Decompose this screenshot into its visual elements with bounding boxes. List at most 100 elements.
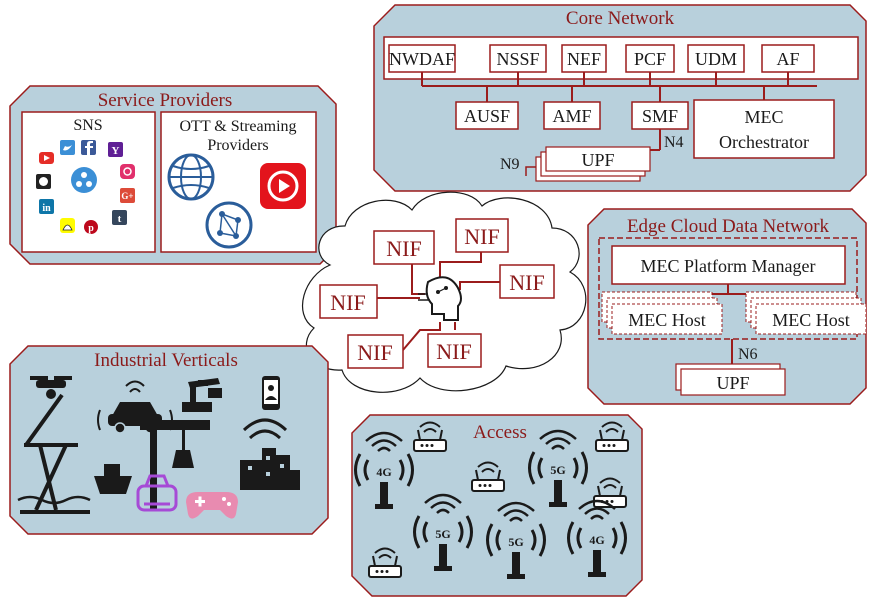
ai-brain-icon <box>418 276 462 321</box>
tumblr-icon: t <box>112 210 127 225</box>
nf-nef-label: NEF <box>567 49 601 69</box>
cell-tower-icon: 5G <box>486 522 546 581</box>
industrial-verticals-title: Industrial Verticals <box>94 350 238 371</box>
harbor-crane-icon <box>140 420 210 510</box>
network-globe-icon <box>167 153 215 201</box>
cell-tower-icon: 5G <box>413 514 473 573</box>
tower-label-5: 4G <box>589 533 604 547</box>
ott-label-2: Providers <box>207 137 268 154</box>
cell-tower-icon: 4G <box>354 452 414 511</box>
instagram-icon <box>120 164 135 179</box>
n9-connector <box>525 166 536 176</box>
mec-orchestrator-label-2: Orchestrator <box>719 132 809 152</box>
nif-box-6: NIF <box>427 333 482 368</box>
n9-label: N9 <box>500 156 520 173</box>
cell-tower-icon: 5G <box>528 450 588 509</box>
nf-smf-box: SMF <box>631 101 689 130</box>
core-network-title: Core Network <box>566 8 675 29</box>
nf-amf-box: AMF <box>543 101 601 130</box>
nf-af-box: AF <box>761 44 815 73</box>
mec-host-label-left: MEC Host <box>628 310 706 330</box>
phone-user-icon <box>262 376 280 410</box>
snapchat-icon <box>60 218 75 233</box>
nif-label-3: NIF <box>509 270 544 295</box>
facebook-icon <box>81 140 96 155</box>
nf-amf-label: AMF <box>552 106 591 126</box>
mec-orchestrator-box: MEC Orchestrator <box>693 99 835 159</box>
mec-platform-manager-box: MEC Platform Manager <box>611 245 846 285</box>
svg-text:t: t <box>118 213 122 225</box>
n6-label: N6 <box>738 346 758 363</box>
nf-ausf-label: AUSF <box>464 106 510 126</box>
ott-label-1: OTT & Streaming <box>179 118 296 135</box>
core-network-panel: Core Network NWDAF NSSF NEF PCF <box>373 4 867 192</box>
share-icon <box>71 167 97 193</box>
industrial-verticals-panel: Industrial Verticals <box>9 345 329 535</box>
car-icon <box>97 380 173 434</box>
nif-label-2: NIF <box>464 224 499 249</box>
crane-icon <box>17 393 91 514</box>
service-providers-panel: Service Providers SNS OTT & Streaming Pr… <box>9 85 337 265</box>
access-panel: Access 4G 5G 5G 5G 4G <box>351 414 643 597</box>
nf-nssf-box: NSSF <box>489 44 547 73</box>
edge-dashed-frame <box>598 237 858 340</box>
streaming-play-icon <box>260 163 306 209</box>
cell-tower-icon: 4G <box>567 520 627 579</box>
nif-label-4: NIF <box>330 290 365 315</box>
edge-upf-label: UPF <box>716 373 749 393</box>
mec-orchestrator-label-1: MEC <box>744 107 783 127</box>
yahoo-icon: Y <box>108 142 123 157</box>
pinterest-icon: p <box>84 220 98 234</box>
nif-links <box>377 252 500 351</box>
tower-label-2: 5G <box>550 463 565 477</box>
edge-cloud-panel: Edge Cloud Data Network MEC Platform Man… <box>587 208 867 405</box>
linkedin-icon: in <box>39 199 54 214</box>
nf-nef-box: NEF <box>561 44 607 73</box>
vr-headset-icon <box>136 474 178 512</box>
edge-cloud-title: Edge Cloud Data Network <box>627 216 830 237</box>
twitter-icon <box>60 140 75 155</box>
nf-pcf-box: PCF <box>625 44 675 73</box>
nf-nwdaf-label: NWDAF <box>389 49 455 69</box>
tower-label-1: 4G <box>376 465 391 479</box>
svg-text:in: in <box>42 203 51 214</box>
ship-icon <box>94 464 132 494</box>
nif-box-5: NIF <box>347 334 404 369</box>
nif-box-2: NIF <box>455 218 509 253</box>
svg-text:p: p <box>88 223 94 234</box>
nif-box-3: NIF <box>499 264 555 299</box>
nif-box-4: NIF <box>319 284 378 319</box>
nif-cloud: NIF NIF NIF NIF NIF NIF <box>302 191 587 393</box>
network-globe-icon <box>205 201 253 249</box>
tower-label-3: 5G <box>435 527 450 541</box>
tower-label-4: 5G <box>508 535 523 549</box>
nf-nssf-label: NSSF <box>496 49 539 69</box>
nif-label-1: NIF <box>386 236 421 261</box>
nf-udm-label: UDM <box>695 49 737 69</box>
nf-af-label: AF <box>776 49 799 69</box>
github-icon <box>36 174 51 189</box>
core-upf-stack: UPF <box>535 146 651 182</box>
mec-host-stack-left: MEC Host <box>601 291 723 335</box>
robot-arm-icon <box>182 378 222 412</box>
mec-platform-manager-label: MEC Platform Manager <box>641 256 816 276</box>
access-title: Access <box>473 422 527 443</box>
nf-ausf-box: AUSF <box>455 101 519 130</box>
smart-city-icon <box>240 418 300 490</box>
nif-label-6: NIF <box>436 339 471 364</box>
svg-text:Y: Y <box>112 145 120 157</box>
nf-nwdaf-box: NWDAF <box>388 44 456 73</box>
mec-host-label-right: MEC Host <box>772 310 850 330</box>
gamepad-icon <box>186 492 238 519</box>
n4-label: N4 <box>664 134 684 151</box>
nif-label-5: NIF <box>357 340 392 365</box>
sns-label: SNS <box>73 117 102 134</box>
nf-udm-box: UDM <box>687 44 745 73</box>
core-upf-label: UPF <box>581 150 614 170</box>
svg-text:G+: G+ <box>121 191 133 201</box>
service-providers-title: Service Providers <box>98 90 233 111</box>
nf-smf-label: SMF <box>642 106 678 126</box>
youtube-icon <box>39 152 54 164</box>
nif-box-1: NIF <box>373 230 435 265</box>
